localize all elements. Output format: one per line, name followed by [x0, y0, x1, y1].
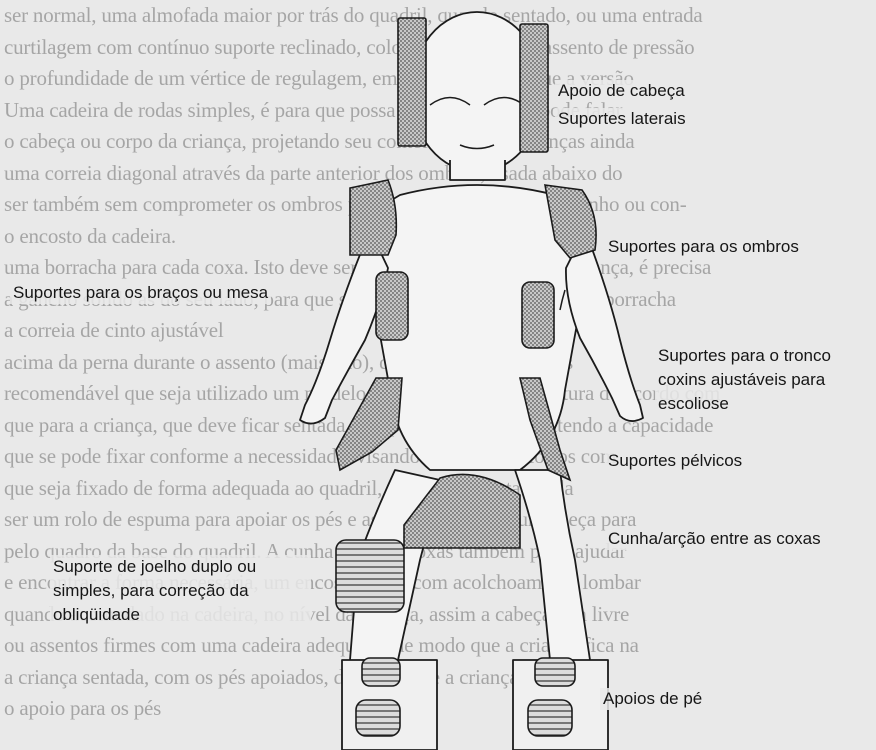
background-text-line: curtilagem com contínuo suporte reclinad…: [4, 34, 695, 59]
background-text-line: o apoio para os pés: [4, 696, 162, 720]
background-text-line: uma correia diagonal através da parte an…: [4, 160, 623, 185]
label-apoios-pe: Apoios de pé: [600, 688, 706, 710]
label-suportes-laterais: Suportes laterais: [555, 108, 689, 130]
trunk-support-right: [521, 281, 555, 349]
background-text-line: a criança sentada, com os pés apoiados, …: [4, 664, 595, 689]
label-suportes-tronco: Suportes para o tronco coxins ajustáveis…: [655, 344, 876, 416]
label-apoio-cabeca: Apoio de cabeça: [555, 80, 688, 102]
background-text-line: recomendável que seja utilizado um model…: [4, 381, 721, 405]
shoulder-support-left: [349, 179, 398, 256]
pelvic-support-left: [335, 377, 403, 472]
ankle-band-left-2: [355, 699, 401, 737]
background-text-line: a correia de cinto ajustável: [4, 318, 224, 342]
ankle-band-right-2: [527, 699, 573, 737]
child-right-leg: [514, 469, 591, 691]
pelvic-support-right: [518, 377, 572, 482]
thigh-wedge: [403, 473, 521, 549]
child-right-arm: [565, 229, 644, 422]
trunk-support-left: [375, 271, 409, 341]
ankle-band-right: [534, 657, 576, 687]
child-neck: [449, 160, 506, 181]
head-support-right: [519, 23, 549, 153]
background-text-line: ser normal, uma almofada maior por trás …: [4, 3, 703, 27]
head-support-left: [397, 17, 427, 147]
label-suportes-ombros: Suportes para os ombros: [605, 236, 802, 258]
label-suportes-pelvicos: Suportes pélvicos: [605, 450, 746, 472]
background-text-line: ou assentos firmes com uma cadeira adequ…: [4, 633, 639, 657]
ankle-band-left: [361, 657, 401, 687]
label-suportes-bracos: Suportes para os braços ou mesa: [10, 282, 272, 304]
background-text-line: o encosto da cadeira.: [4, 223, 176, 248]
knee-support-left: [335, 539, 405, 613]
child-left-arm: [299, 229, 389, 425]
shoulder-support-right: [544, 184, 597, 259]
label-cunha: Cunha/arção entre as coxas: [605, 528, 824, 550]
label-suporte-joelho: Suporte de joelho duplo ou simples, para…: [50, 555, 311, 627]
